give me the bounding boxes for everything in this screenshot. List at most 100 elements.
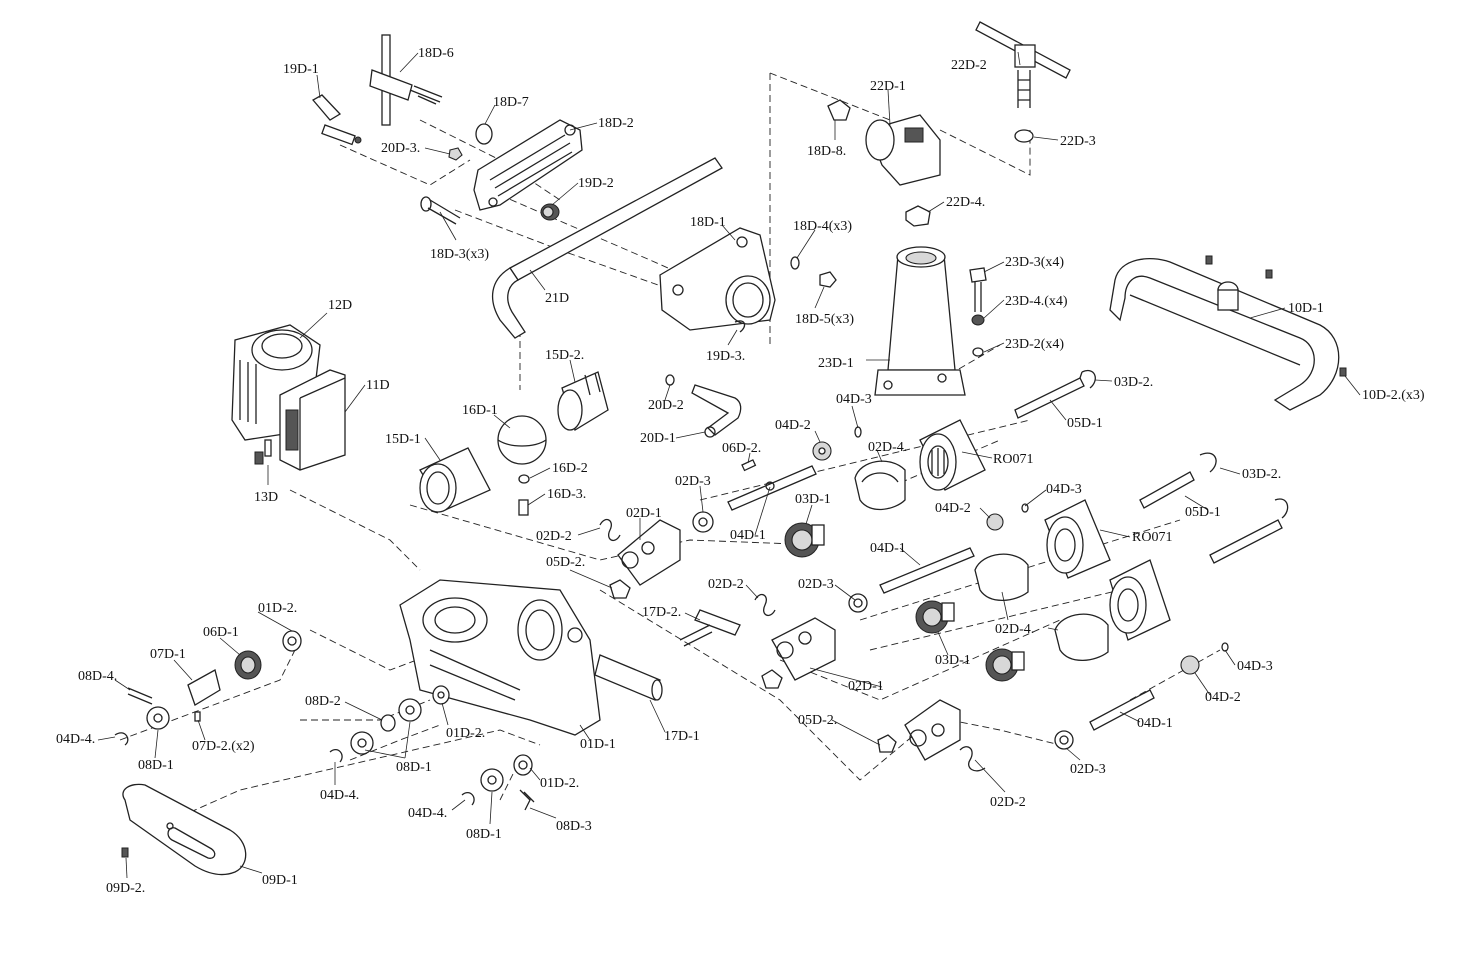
label-06D-2: 06D-2. [722,441,761,456]
part-18D-4-washer [790,256,800,270]
label-RO071-b: RO071 [1132,530,1172,545]
label-04D-1-b: 04D-1 [870,541,906,556]
part-21D-lever [491,157,723,339]
label-08D-1-b: 08D-1 [396,760,432,775]
label-18D-2: 18D-2 [598,116,634,131]
label-01D-2-a: 01D-2. [258,601,297,616]
part-08D-1-sprocket-c [350,731,374,755]
part-04D-4-clip-a [114,732,129,746]
part-01D-1-main-housing [399,579,601,736]
part-04D-4-clip-c [461,791,475,806]
label-03D-2-a: 03D-2. [1114,375,1153,390]
part-04D-2-gear-c [1180,655,1200,675]
label-04D-4-a: 04D-4. [56,732,95,747]
part-16D-1-ball [497,415,547,465]
label-17D-1: 17D-1 [664,729,700,744]
part-23D-3-bolt [969,267,987,312]
label-08D-4-a: 08D-4. [78,669,117,684]
label-20D-1: 20D-1 [640,431,676,446]
label-04D-3-a: 04D-3 [836,392,872,407]
label-05D-1-b: 05D-1 [1185,505,1221,520]
part-06D-1-gear [234,650,262,680]
part-02D-3-bushing-c [1054,730,1074,750]
label-08D-3: 08D-3 [556,819,592,834]
part-05D-1-shaft-c [1209,519,1283,564]
part-22D-3-washer [1014,129,1034,143]
part-05D-2-nut-b [761,669,783,689]
part-04D-1-shaft-b [879,547,975,594]
label-04D-4-c: 04D-4. [408,806,447,821]
part-02D-4-guard-c [1054,613,1109,662]
label-04D-3-b: 04D-3 [1046,482,1082,497]
part-02D-1-plate-b [771,617,836,681]
part-05D-2-nut-c [877,734,897,753]
part-02D-3-bushing-a [692,511,714,533]
part-03D-1-gear-a [784,522,825,558]
part-01D-2-bushing-b [432,685,450,705]
label-18D-6: 18D-6 [418,46,454,61]
part-20D-2-washer [665,374,675,386]
part-19D-2-gear [540,203,560,221]
part-23D-1-column-base [874,246,966,396]
part-08D-1-sprocket-a [146,706,170,730]
label-20D-2: 20D-2 [648,398,684,413]
part-23D-2-washer [972,347,984,357]
part-04D-3-b [1021,503,1029,513]
label-18D-1: 18D-1 [690,215,726,230]
part-18D-7-washer [475,123,493,145]
part-16D-3-screw [518,499,529,516]
label-03D-1-a: 03D-1 [795,492,831,507]
label-18D-5: 18D-5(x3) [795,312,854,327]
part-labels: 19D-1 18D-6 18D-7 18D-2 20D-3. 19D-2 18D… [56,46,1425,896]
part-18D-2-bracket [473,119,583,211]
part-RO071-roller-b [1044,499,1111,579]
label-18D-3: 18D-3(x3) [430,247,489,262]
label-02D-3-a: 02D-3 [675,474,711,489]
label-02D-1-b: 02D-1 [848,679,884,694]
label-18D-4: 18D-4(x3) [793,219,852,234]
part-03D-2-clip-b [1199,452,1217,473]
part-01D-2-bushing-c [513,754,533,776]
label-15D-1: 15D-1 [385,432,421,447]
part-08D-4-link-a [127,687,153,705]
part-04D-1-shaft-a [727,465,817,511]
label-05D-2-a: 05D-2. [546,555,585,570]
part-09D-2-screw [121,847,129,858]
part-RO071-roller-a [919,419,986,491]
label-02D-3-c: 02D-3 [1070,762,1106,777]
part-03D-2-clip-c [1274,498,1289,519]
part-08D-1-sprocket-d [480,768,504,792]
part-23D-4-washer [971,314,985,326]
label-07D-2: 07D-2.(x2) [192,739,255,754]
part-04D-3-c [1221,642,1229,652]
label-08D-2: 08D-2 [305,694,341,709]
label-01D-2-c: 01D-2. [540,776,579,791]
part-19D-1-t-handle [311,94,362,146]
label-18D-8: 18D-8. [807,144,846,159]
part-18D-5-nut [819,271,837,288]
label-20D-3: 20D-3. [381,141,420,156]
part-10D-1-cover [1109,258,1340,411]
label-16D-3: 16D-3. [547,487,586,502]
label-10D-1: 10D-1 [1288,301,1324,316]
part-18D-3-bolt [420,196,461,225]
part-02D-2-spring-b [754,593,776,617]
label-01D-1: 01D-1 [580,737,616,752]
label-09D-2: 09D-2. [106,881,145,896]
label-02D-2-b: 02D-2 [708,577,744,592]
label-21D: 21D [545,291,569,306]
label-04D-2-a: 04D-2 [775,418,811,433]
part-02D-2-spring-c [959,746,986,772]
part-06D-2-key [741,459,757,472]
part-02D-1-plate-a [617,519,681,586]
label-03D-2-b: 03D-2. [1242,467,1281,482]
label-02D-1-a: 02D-1 [626,506,662,521]
label-23D-4: 23D-4.(x4) [1005,294,1068,309]
part-07D-1-plate [187,669,221,706]
part-04D-3-a [854,426,862,438]
part-18D-8-nut [827,99,851,121]
label-05D-1-a: 05D-1 [1067,416,1103,431]
label-04D-1-c: 04D-1 [1137,716,1173,731]
label-04D-2-c: 04D-2 [1205,690,1241,705]
